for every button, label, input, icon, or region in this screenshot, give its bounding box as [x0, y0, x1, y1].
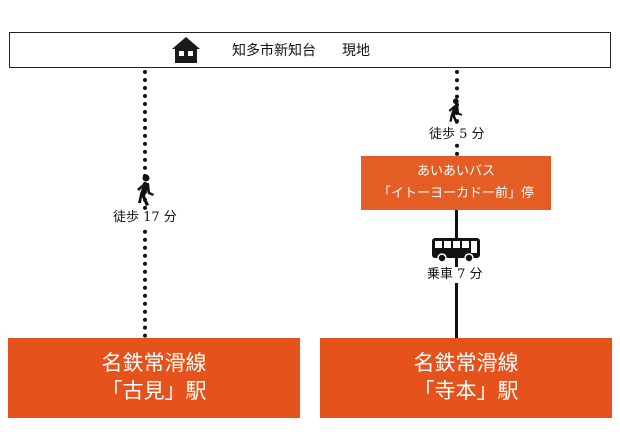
- station-teramoto: 名鉄常滑線 「寺本」駅: [320, 338, 612, 418]
- station-name: 「寺本」駅: [413, 379, 519, 403]
- bus-line-name: あいあいバス: [416, 164, 495, 179]
- walking-person-icon: [137, 174, 154, 206]
- walking-person-icon: [448, 98, 463, 124]
- bus-icon: [432, 238, 480, 263]
- bus-stop-name: 「イトーヨーカドー前」停: [377, 186, 534, 201]
- right-walk-time: 徒歩 5 分: [428, 127, 486, 143]
- location-name: 知多市新知台: [232, 43, 316, 59]
- left-walk-time: 徒歩 17 分: [112, 210, 178, 226]
- bus-ride-time: 乗車 7 分: [425, 267, 485, 283]
- station-furumi: 名鉄常滑線 「古見」駅: [8, 338, 300, 418]
- station-name: 「古見」駅: [101, 379, 207, 403]
- station-line: 名鉄常滑線: [413, 351, 519, 375]
- left-walk-path: [143, 70, 147, 338]
- station-line: 名鉄常滑線: [101, 351, 207, 375]
- right-walk-path: [455, 70, 459, 156]
- destination-banner: [9, 32, 611, 68]
- house-icon: [172, 37, 200, 63]
- bus-stop-box: あいあいバス 「イトーヨーカドー前」停: [361, 156, 551, 210]
- site-label: 現地: [342, 43, 370, 59]
